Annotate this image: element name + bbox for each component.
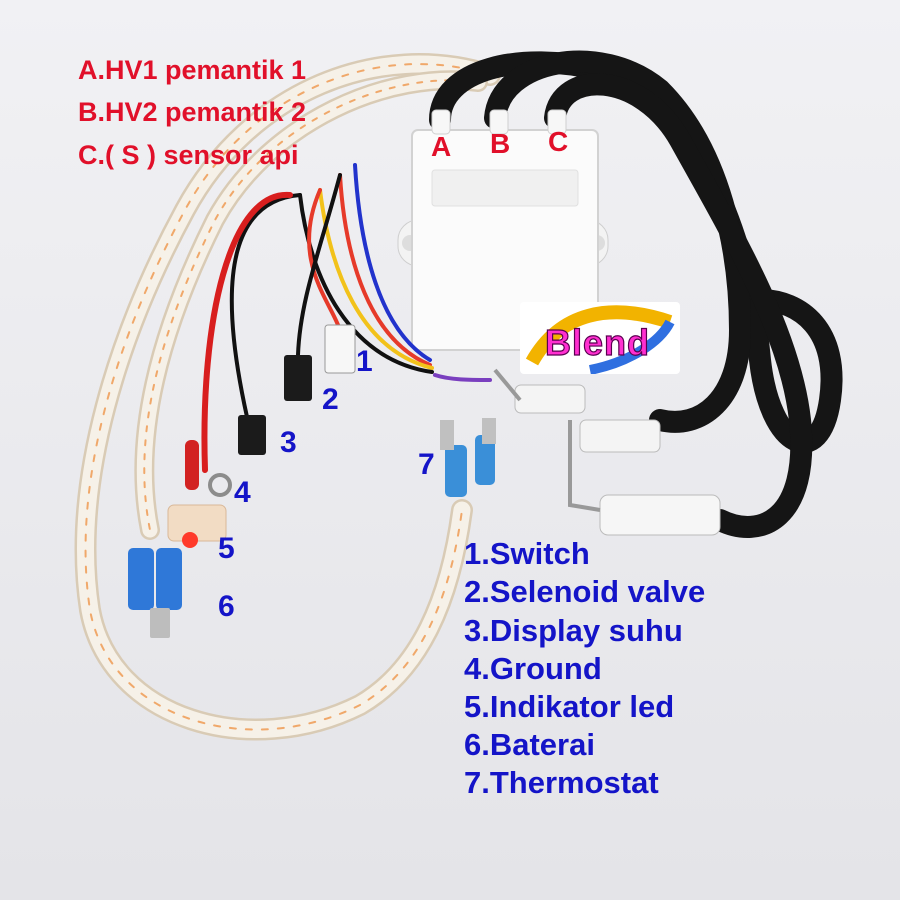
wire-bundle	[201, 163, 492, 473]
logo-swoosh	[525, 305, 675, 375]
connections-legend-line-3: 3.Display suhu	[464, 613, 683, 648]
connections-legend-line-6: 6.Baterai	[464, 727, 595, 762]
port-letter-b: B	[490, 128, 511, 159]
port-letter-c: C	[548, 126, 569, 157]
ports-legend-line-1: A.HV1 pemantik 1	[78, 55, 307, 85]
wire-connectors	[128, 324, 496, 638]
ports-legend-line-3: C.( S ) sensor api	[78, 140, 299, 170]
wire-number-5: 5	[218, 532, 235, 565]
ignition-module-box	[397, 109, 609, 351]
hv-connectors	[493, 368, 721, 536]
ports-legend-line-2: B.HV2 pemantik 2	[78, 97, 307, 127]
braided-cable	[74, 53, 501, 741]
wire-number-2: 2	[322, 383, 339, 416]
wire-number-1: 1	[356, 345, 373, 378]
brand-logo	[520, 302, 680, 375]
wire-number-7: 7	[418, 448, 435, 481]
wire-number-6: 6	[218, 590, 235, 623]
wire-number-4: 4	[234, 476, 251, 509]
port-letter-a: A	[431, 131, 452, 162]
brand-name: Blend	[544, 321, 651, 363]
connections-legend-line-4: 4.Ground	[464, 651, 602, 686]
connections-legend-line-1: 1.Switch	[464, 536, 590, 571]
hv-cables	[429, 50, 843, 538]
connections-legend-line-2: 2.Selenoid valve	[464, 574, 706, 609]
connections-legend-line-7: 7.Thermostat	[464, 765, 659, 800]
wire-number-3: 3	[280, 426, 297, 459]
connections-legend-line-5: 5.Indikator led	[464, 689, 675, 724]
